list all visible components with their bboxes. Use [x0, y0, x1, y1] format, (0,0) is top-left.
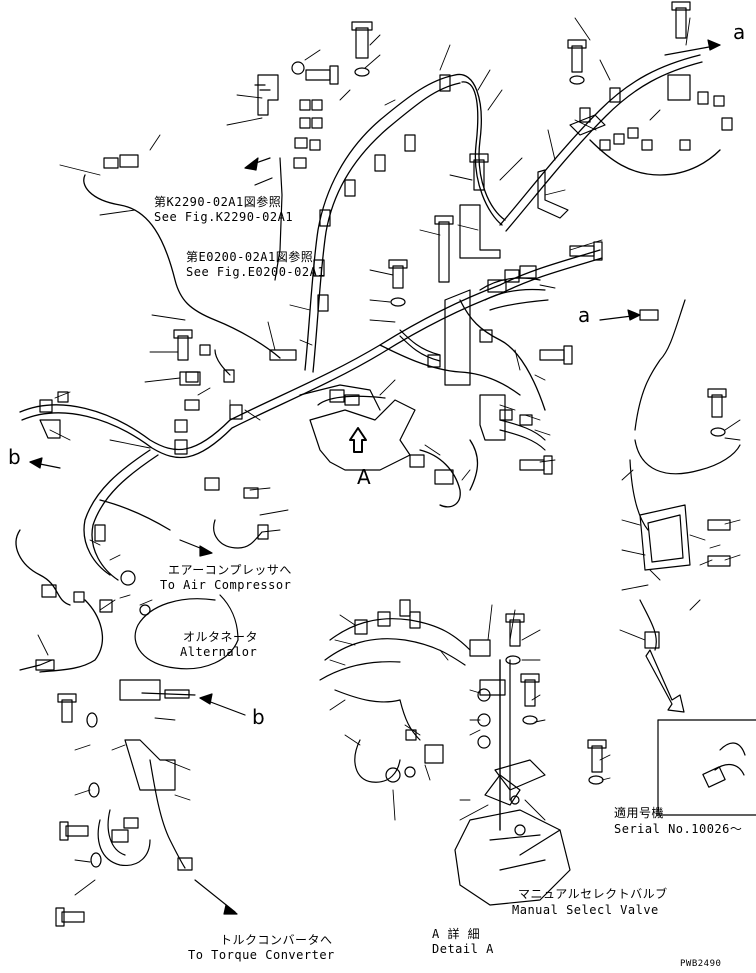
connectors — [39, 91, 733, 843]
ref-k2290-jp: 第K2290-02A1図参照 — [154, 195, 282, 209]
alternator — [134, 594, 239, 670]
ref-e0200-en: See Fig.E0200-02A1 — [186, 265, 326, 279]
alternator-jp: オルタネータ — [183, 630, 259, 644]
main-harness — [15, 54, 721, 673]
callout-a-top: a — [733, 20, 746, 44]
detail-a-en: Detail A — [432, 942, 494, 956]
serial-en: Serial No.10026～ — [614, 822, 743, 836]
manual-valve-en: Manual Selecl Valve — [512, 903, 659, 917]
drawing-number: PWB2490 — [680, 959, 722, 969]
callout-b-mid: b — [252, 705, 266, 729]
washer-part — [139, 604, 151, 616]
torque-converter-jp: トルクコンバータへ — [220, 933, 333, 947]
harness-clips — [94, 74, 621, 542]
torque-converter-en: To Torque Converter — [188, 948, 335, 962]
leader-lines — [37, 17, 741, 896]
callout-b-left: b — [8, 445, 22, 469]
serial-inset — [645, 649, 756, 816]
callout-view-a: A — [357, 465, 372, 489]
right-bundle — [399, 277, 549, 451]
callout-a-mid: a — [578, 303, 591, 327]
ref-e0200-jp: 第E0200-02A1図参照 — [186, 250, 314, 264]
air-compressor-en: To Air Compressor — [160, 578, 292, 592]
brackets — [39, 74, 691, 806]
sensor-part — [120, 570, 136, 586]
sensor-wires — [19, 299, 741, 871]
center-component — [299, 384, 416, 471]
air-compressor-jp: エアーコンプレッサへ — [168, 563, 292, 577]
ref-k2290-en: See Fig.K2290-02A1 — [154, 210, 294, 224]
detail-a-drawing — [319, 599, 571, 906]
alternator-en: Alternalor — [180, 645, 258, 659]
serial-jp: 適用号機 — [614, 806, 665, 820]
detail-a-jp: A 詳 細 — [432, 927, 481, 941]
manual-valve-jp: マニュアルセレクトバルブ — [518, 887, 668, 901]
arrows — [29, 39, 721, 915]
